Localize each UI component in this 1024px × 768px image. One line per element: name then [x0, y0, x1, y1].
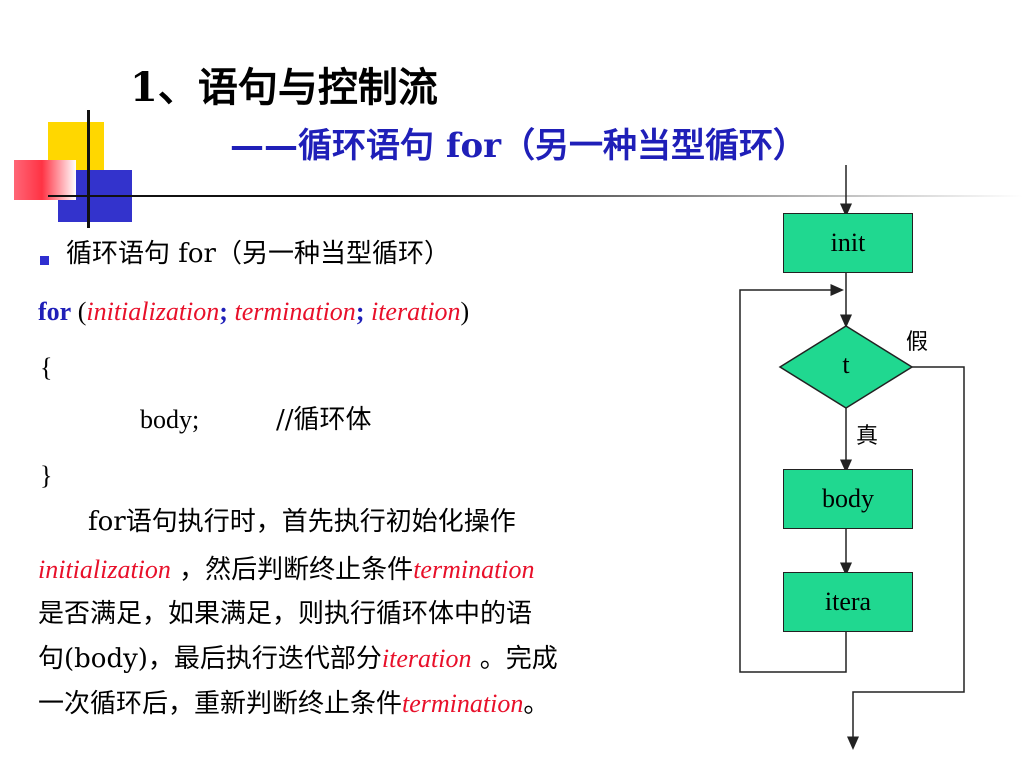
para-termination-2: termination: [402, 689, 524, 718]
slide-subtitle: ——循环语句 for（另一种当型循环）: [230, 126, 808, 166]
syntax-open-paren: (: [71, 297, 87, 326]
paragraph-line-1: for语句执行时，首先执行初始化操作: [88, 507, 516, 537]
init-box: init: [783, 213, 913, 273]
paragraph-line-2: initialization ，然后判断终止条件termination: [38, 548, 535, 592]
brace-close: }: [40, 461, 53, 490]
syntax-semicolon-2: ;: [355, 297, 365, 326]
syntax-semicolon-1: ;: [219, 297, 228, 326]
slide-title: 1、语句与控制流: [130, 64, 438, 111]
bullet-text: 循环语句 for（另一种当型循环）: [66, 239, 450, 269]
decor-horizontal-rule: [48, 195, 1023, 197]
false-label: 假: [906, 330, 929, 355]
test-label: t: [842, 350, 850, 379]
for-keyword: for: [38, 297, 72, 326]
false-exit-line: [847, 366, 965, 750]
itera-box: itera: [783, 572, 913, 632]
body-comment: //循环体: [276, 405, 372, 435]
para-iteration: iteration: [381, 644, 472, 673]
syntax-termination: termination: [227, 297, 356, 326]
paragraph-line-4: 句(body)，最后执行迭代部分iteration 。完成: [38, 637, 558, 681]
for-syntax-line: for (initialization; termination; iterat…: [38, 294, 469, 330]
decor-vertical-line: [87, 110, 90, 228]
para-line5-a: 一次循环后，重新判断终止条件: [38, 689, 403, 719]
para-line4-a: 句(body)，最后执行迭代部分: [38, 644, 382, 674]
decor-red-bar: [14, 160, 76, 200]
para-initialization: initialization: [38, 555, 171, 584]
para-line4-b: 。完成: [471, 644, 558, 674]
paragraph-line-3: 是否满足，如果满足，则执行循环体中的语: [38, 599, 533, 629]
syntax-iteration: iteration: [364, 297, 461, 326]
true-label: 真: [856, 424, 879, 449]
body-statement: body;: [140, 405, 200, 434]
test-diamond: [778, 325, 914, 409]
bullet-marker: [40, 256, 49, 265]
brace-open: {: [40, 353, 53, 382]
para-termination: termination: [413, 555, 535, 584]
syntax-initialization: initialization: [86, 297, 220, 326]
syntax-close-paren: ): [460, 297, 470, 326]
para-line5-b: 。: [523, 689, 550, 719]
loop-back-line: [739, 284, 847, 673]
paragraph-line-5: 一次循环后，重新判断终止条件termination。: [38, 682, 549, 726]
body-box: body: [783, 469, 913, 529]
para-line2-text: ，然后判断终止条件: [170, 555, 414, 585]
